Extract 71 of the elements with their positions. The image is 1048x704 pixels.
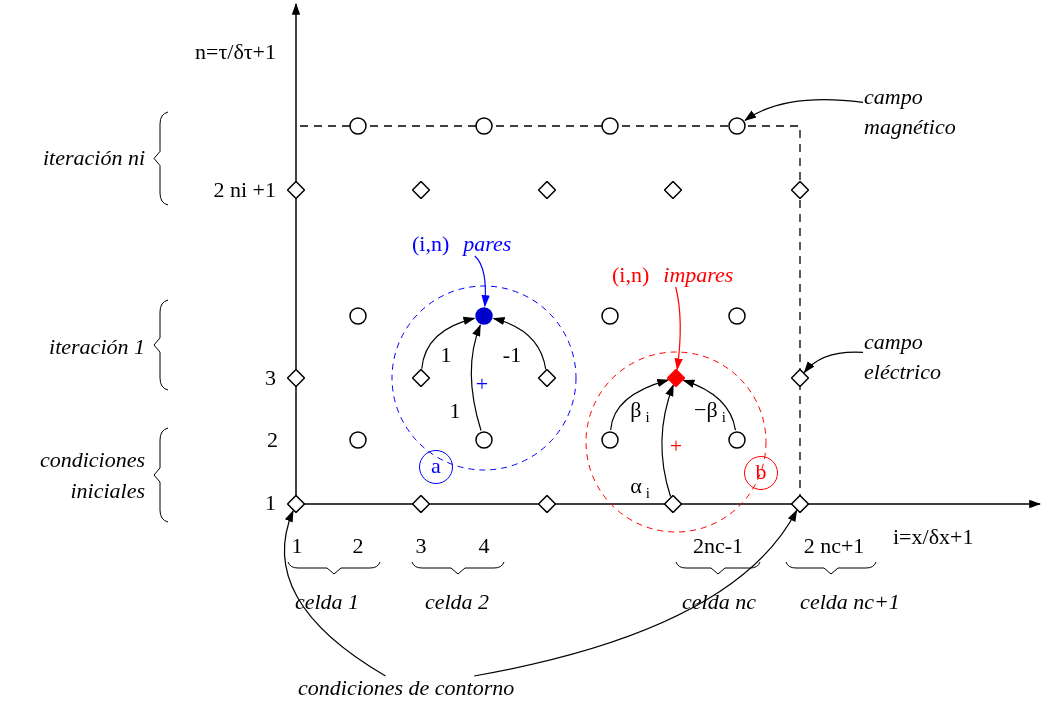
magnetic-field-marker bbox=[728, 117, 746, 135]
arrow bbox=[682, 379, 737, 431]
plus-sign: + bbox=[669, 435, 683, 457]
electric-field-marker bbox=[412, 181, 430, 199]
edge-label: −β$_{i}$ bbox=[694, 399, 726, 425]
electric-field-marker bbox=[791, 369, 809, 387]
tick-label: 2nc-1 bbox=[692, 535, 744, 557]
tick-label: 2 ni +1 bbox=[213, 179, 276, 201]
axis-label: i=x/δx+1 bbox=[893, 526, 974, 548]
leader-arrow bbox=[674, 286, 683, 371]
magnetic-field-marker bbox=[601, 117, 619, 135]
electric-field-marker bbox=[791, 495, 809, 513]
tick-label: 2 nc+1 bbox=[803, 535, 865, 557]
tick-label: 4 bbox=[478, 535, 490, 557]
odd-node-diamond bbox=[667, 369, 685, 387]
plus-sign: + bbox=[475, 373, 489, 395]
tick-label: 1 bbox=[265, 492, 276, 514]
even-node-dot bbox=[475, 307, 493, 325]
electric-field-marker bbox=[412, 495, 430, 513]
electric-field-marker bbox=[538, 495, 556, 513]
arrow bbox=[610, 379, 670, 431]
tick-label: 1 bbox=[291, 535, 303, 557]
arrow bbox=[470, 324, 482, 432]
electric-field-marker bbox=[287, 369, 305, 387]
magnetic-field-marker bbox=[349, 117, 367, 135]
parity-label: pares bbox=[463, 231, 512, 256]
magnetic-field-marker bbox=[349, 307, 367, 325]
row-group-label: condiciones iniciales bbox=[38, 446, 145, 505]
arrow bbox=[492, 317, 547, 370]
leader-arrow bbox=[473, 509, 798, 677]
magnetic-field-marker bbox=[728, 431, 746, 449]
electric-field-marker bbox=[791, 181, 809, 199]
electric-field-marker bbox=[412, 369, 430, 387]
electric-field-marker bbox=[538, 369, 556, 387]
electric-field-marker bbox=[287, 495, 305, 513]
electric-field-marker bbox=[664, 181, 682, 199]
callout-text: condiciones de contorno bbox=[298, 677, 515, 699]
cell-group-label: celda 2 bbox=[424, 591, 490, 613]
magnetic-field-marker bbox=[475, 117, 493, 135]
electric-field-marker bbox=[538, 181, 556, 199]
arrow bbox=[661, 384, 674, 498]
arrow bbox=[421, 317, 476, 370]
parity-label: impares bbox=[663, 262, 734, 287]
electric-field-marker bbox=[287, 181, 305, 199]
magnetic-field-marker bbox=[601, 307, 619, 325]
edge-label: 1 bbox=[449, 400, 461, 422]
electric-field-marker bbox=[664, 495, 682, 513]
tick-label: 3 bbox=[415, 535, 427, 557]
row-group-label: iteración ni bbox=[42, 147, 145, 169]
cell-group-label: celda nc+1 bbox=[800, 591, 900, 613]
leader-arrow bbox=[744, 98, 864, 121]
magnetic-field-marker bbox=[475, 431, 493, 449]
edge-label: α$_{i}$ bbox=[630, 475, 650, 501]
tick-label: 2 bbox=[352, 535, 364, 557]
callout-text: campo magnético bbox=[864, 82, 1004, 142]
row-group-label: iteración 1 bbox=[49, 336, 145, 358]
edge-label: β$_{i}$ bbox=[630, 399, 650, 425]
magnetic-field-marker bbox=[601, 431, 619, 449]
index-label: (i,n) bbox=[412, 231, 450, 256]
tick-label: 2 bbox=[267, 429, 278, 451]
leader-arrow bbox=[803, 351, 864, 374]
edge-label: -1 bbox=[502, 344, 522, 366]
edge-label: 1 bbox=[440, 344, 452, 366]
leader-arrow bbox=[474, 255, 490, 308]
leader-arrow bbox=[283, 509, 387, 677]
index-label: (i,n) bbox=[612, 262, 650, 287]
callout-text: campo eléctrico bbox=[864, 327, 1004, 387]
magnetic-field-marker bbox=[349, 431, 367, 449]
tick-label: 3 bbox=[265, 367, 276, 389]
axis-label: n=τ/δτ+1 bbox=[195, 41, 276, 63]
magnetic-field-marker bbox=[728, 307, 746, 325]
